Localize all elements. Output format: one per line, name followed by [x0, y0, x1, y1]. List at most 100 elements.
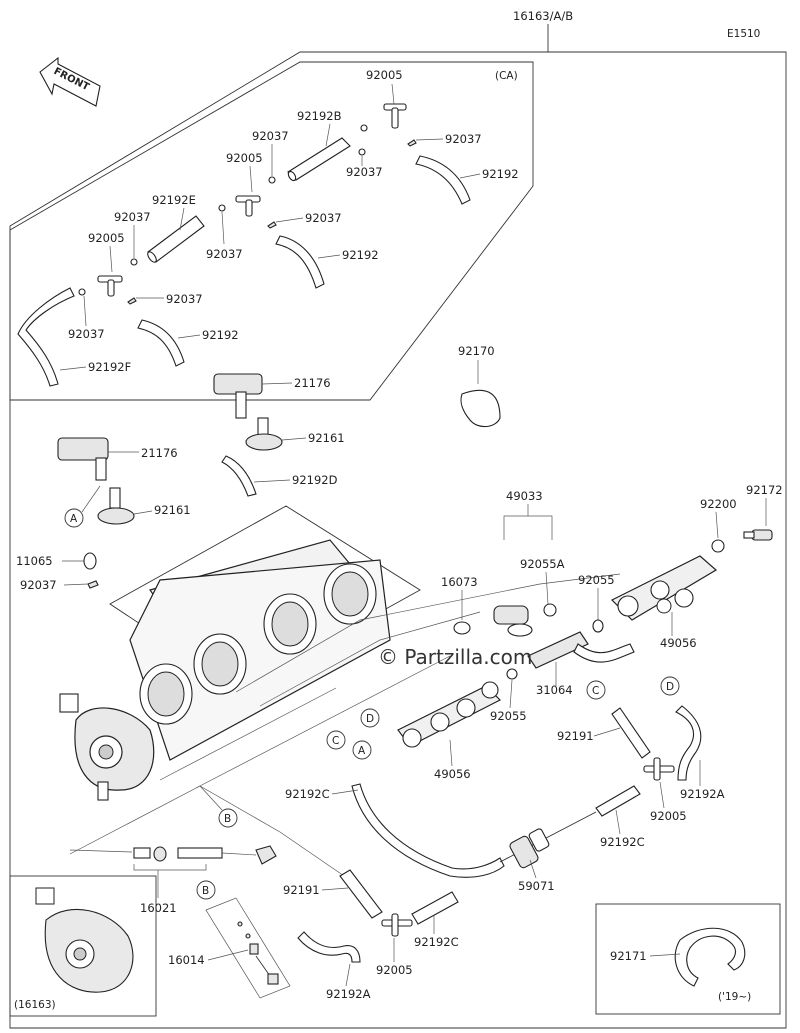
oring-92055-b	[506, 668, 518, 680]
label-92192d: 92192D	[292, 473, 338, 487]
valve-92161-lower	[97, 487, 135, 525]
label-16014: 16014	[168, 953, 205, 967]
hose-92191-a	[611, 707, 651, 759]
label-92171: 92171	[610, 949, 647, 963]
svg-text:C: C	[592, 685, 599, 697]
label-92191-b: 92191	[283, 883, 320, 897]
callout-d-lower	[360, 708, 380, 728]
label-59071: 59071	[518, 879, 555, 893]
label-92161-b: 92161	[154, 503, 191, 517]
label-49033: 49033	[506, 489, 543, 503]
injector-49033	[493, 605, 533, 637]
fuel-line-31064	[527, 631, 635, 669]
sensor-21176-lower	[57, 437, 109, 481]
label-11065: 11065	[16, 554, 53, 568]
label-92191-a: 92191	[557, 729, 594, 743]
label-92037-j: 92037	[20, 578, 57, 592]
front-arrow-icon: FRONT	[39, 56, 101, 107]
label-92005-c: 92005	[88, 231, 125, 245]
hose-92192f	[17, 287, 75, 387]
tee-joint-92005-mid	[235, 195, 261, 217]
oring-92055-a	[592, 619, 604, 633]
label-92192a-b: 92192A	[326, 987, 371, 1001]
inset-throttle-body-box	[9, 875, 157, 1017]
bolt-92172	[743, 529, 773, 541]
hose-92192c-c	[411, 891, 459, 925]
kit-16014-frame	[205, 897, 291, 999]
hose-92192d	[221, 455, 257, 497]
label-92192c-a: 92192C	[600, 835, 645, 849]
svg-text:B: B	[202, 885, 209, 897]
label-92161-a: 92161	[308, 431, 345, 445]
hose-92192c-long	[351, 783, 505, 878]
label-92192-b: 92192	[342, 248, 379, 262]
clip-92037-b	[360, 124, 368, 132]
hose-92192b	[287, 137, 351, 182]
hose-92192-a	[415, 155, 471, 205]
assembly-frame	[9, 51, 787, 1029]
washer-92200	[711, 539, 725, 553]
plug-11065	[83, 552, 97, 570]
clip-92037-j	[87, 580, 99, 589]
clip-92037-a	[407, 139, 417, 147]
inset-92171-box	[595, 903, 781, 1015]
label-21176-a: 21176	[294, 376, 331, 390]
callout-d-right	[660, 676, 680, 696]
label-49056-a: 49056	[660, 636, 697, 650]
band-92170	[460, 389, 501, 428]
label-92170: 92170	[458, 344, 495, 358]
label-92192c-c: 92192C	[414, 935, 459, 949]
svg-text:A: A	[358, 745, 366, 757]
label-92037-e: 92037	[305, 211, 342, 225]
label-92200: 92200	[700, 497, 737, 511]
valve-92161-upper	[245, 417, 283, 451]
hose-92191-b	[339, 869, 383, 919]
inset-main-label: (16163)	[14, 999, 56, 1011]
svg-text:D: D	[366, 713, 374, 725]
label-92037-d: 92037	[206, 247, 243, 261]
throttle-body-assembly	[59, 505, 421, 801]
label-92192c-b: 92192C	[285, 787, 330, 801]
clip-92037-h	[78, 288, 86, 296]
seal-16073	[453, 621, 471, 635]
inset-small-label: ('19~)	[718, 991, 751, 1003]
label-92192f: 92192F	[88, 360, 131, 374]
clip-92037-i	[127, 297, 137, 305]
svg-text:A: A	[70, 513, 78, 525]
bracket-92171	[674, 927, 746, 987]
svg-text:C: C	[332, 735, 339, 747]
hose-92192-c	[137, 319, 185, 367]
clip-92037-e	[218, 204, 226, 212]
hose-92192c-a	[595, 785, 641, 817]
tee-joint-92005-left	[97, 275, 123, 297]
label-92005-a: 92005	[366, 68, 403, 82]
clip-92037-f	[267, 221, 277, 229]
label-92172: 92172	[746, 483, 783, 497]
hose-92192a-a	[675, 705, 702, 781]
label-92055-b: 92055	[490, 709, 527, 723]
hose-92192e	[147, 215, 205, 263]
label-92055-a: 92055	[578, 573, 615, 587]
label-16021: 16021	[140, 901, 177, 915]
damper-59071	[499, 811, 597, 869]
label-49056-b: 49056	[434, 767, 471, 781]
tee-joint-92005-right	[643, 757, 675, 781]
callout-c-lower	[326, 730, 346, 750]
hose-92192a-b	[297, 931, 361, 963]
callout-b-main	[218, 808, 238, 828]
adjuster-16021	[69, 845, 277, 865]
label-92192e: 92192E	[152, 193, 196, 207]
svg-text:B: B	[224, 813, 231, 825]
label-16073: 16073	[441, 575, 478, 589]
sensor-21176-upper	[213, 373, 263, 419]
ca-label: (CA)	[495, 70, 518, 82]
callout-a-upper	[64, 508, 84, 528]
fuel-rail-49056-lower	[397, 681, 502, 748]
label-92037-f: 92037	[114, 210, 151, 224]
label-92192a-a: 92192A	[680, 787, 725, 801]
clip-92037-c	[358, 148, 366, 156]
inset-throttle-body	[35, 887, 134, 993]
callout-a-lower	[352, 740, 372, 760]
label-31064: 31064	[536, 683, 573, 697]
